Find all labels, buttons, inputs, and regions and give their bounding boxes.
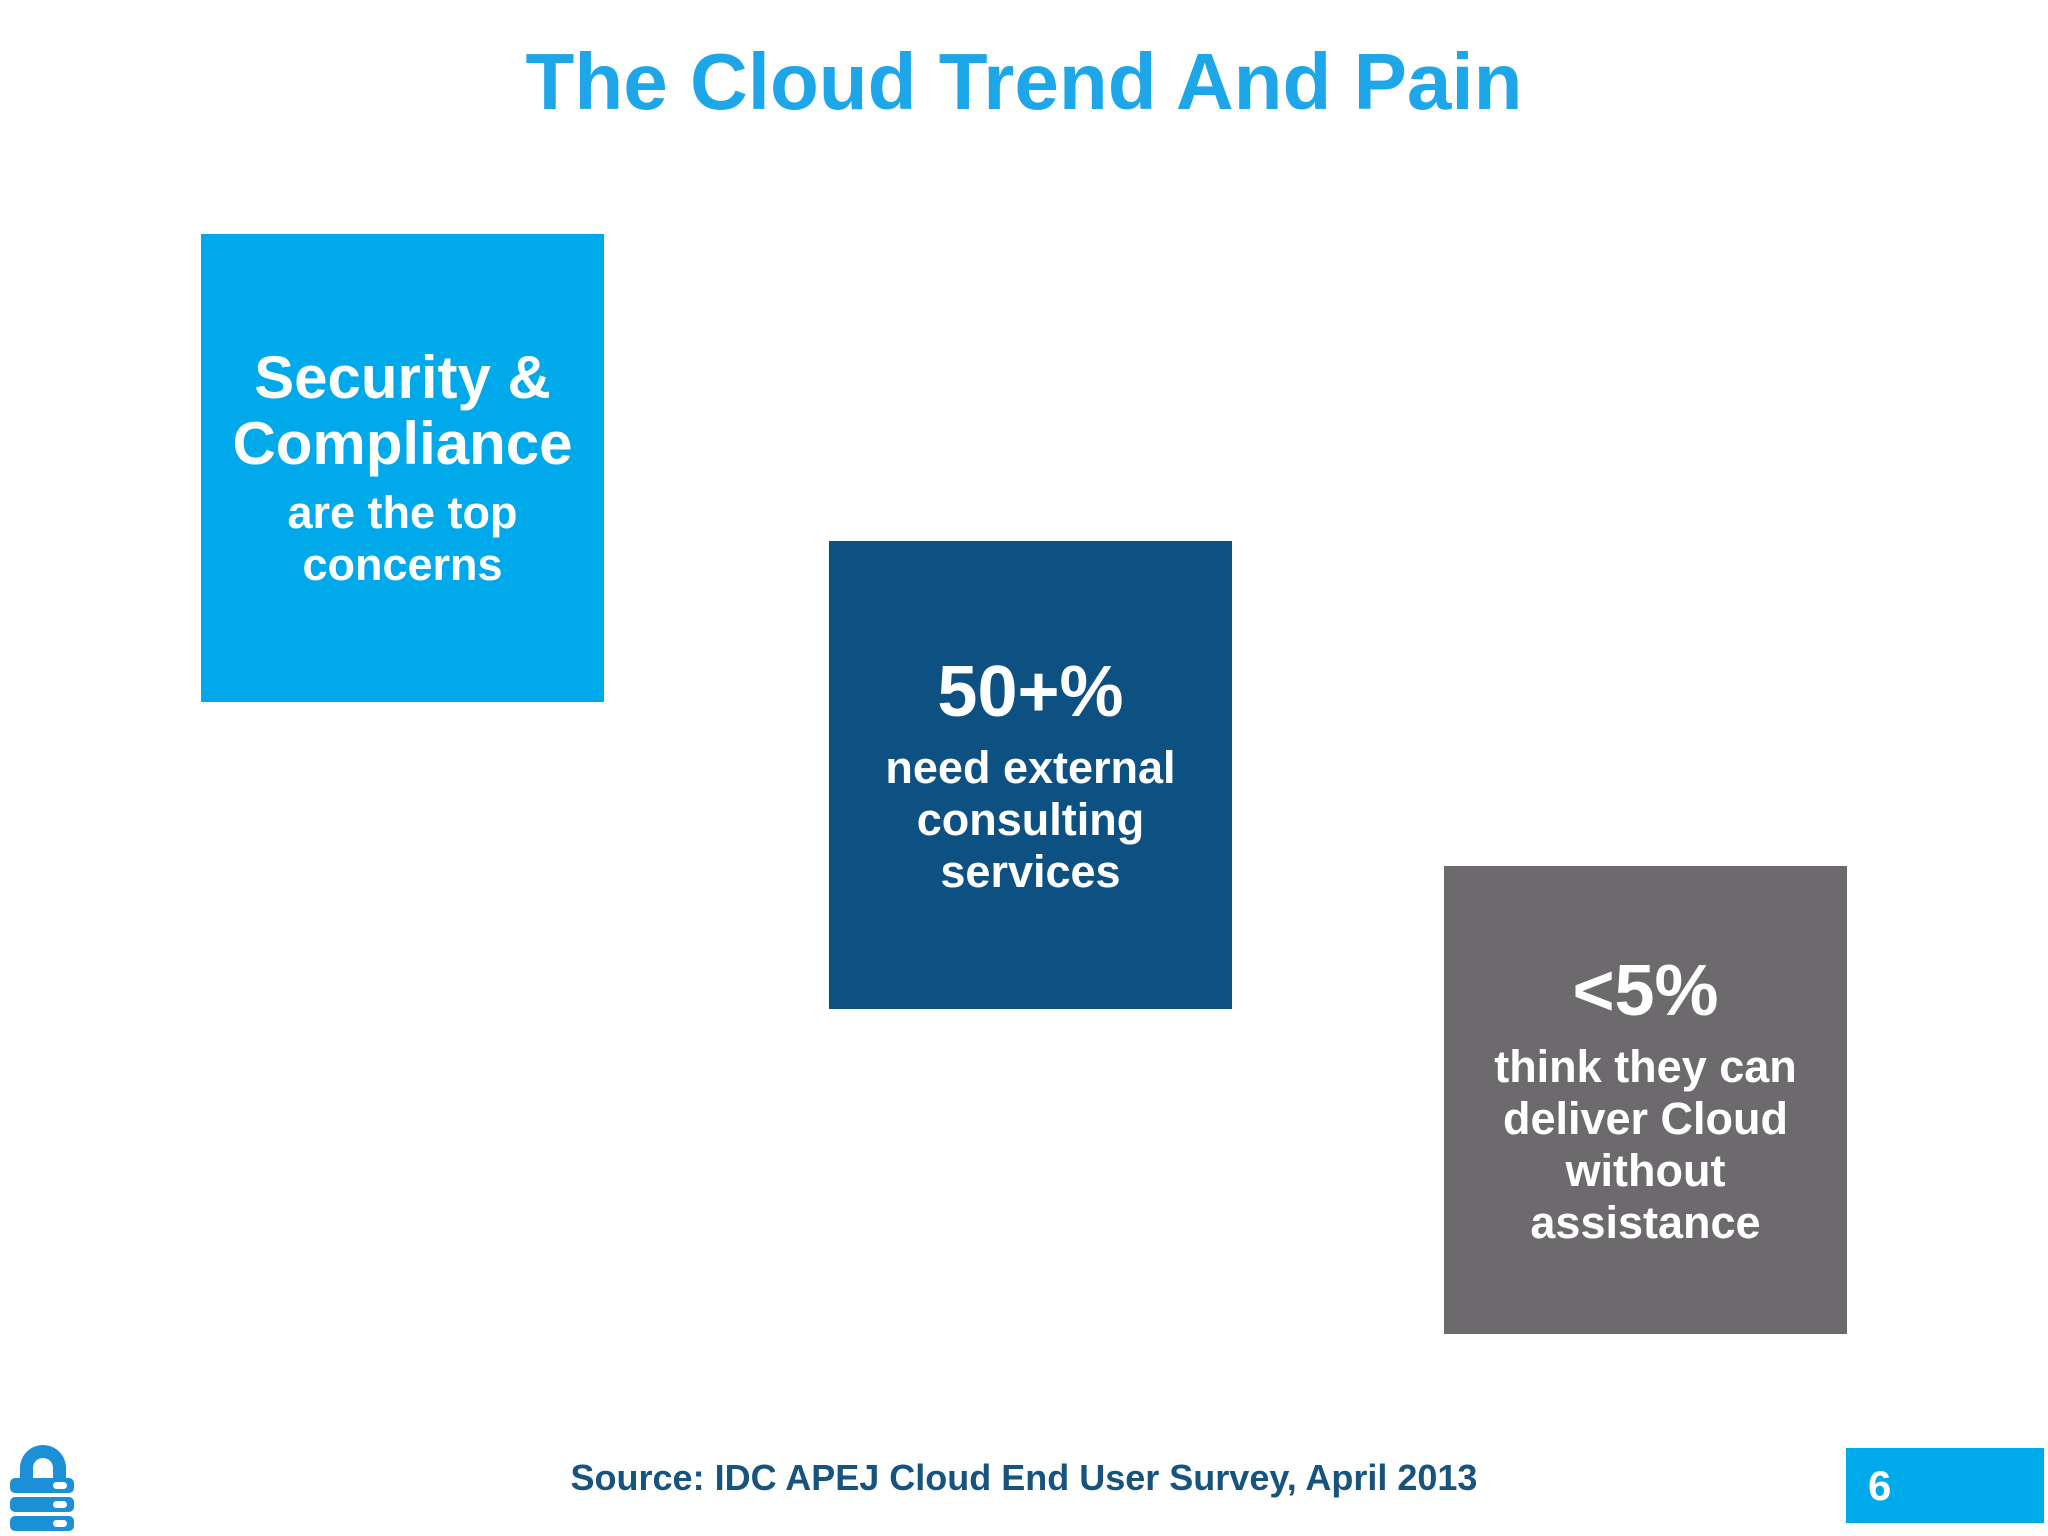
stat-subtext-line: assistance [1530, 1197, 1761, 1248]
padlock-icon [10, 1445, 74, 1533]
page-number: 6 [1868, 1461, 1892, 1509]
stat-subtext-line: consulting [916, 794, 1145, 845]
padlock-bar [10, 1497, 74, 1512]
stat-subtext-line: without [1565, 1145, 1726, 1196]
stat-subtext-line: are the top [287, 487, 518, 538]
stat-subtext-line: think they can [1494, 1041, 1797, 1092]
stat-headline-line: Security & [254, 344, 551, 411]
stat-headline: Security & Compliance [232, 345, 572, 477]
stat-box-consulting-services: 50+% need external consulting services [829, 541, 1232, 1009]
stat-headline: 50+% [937, 652, 1123, 732]
stat-subtext: need external consulting services [885, 742, 1175, 898]
stat-percentage: 50+% [937, 652, 1124, 732]
stat-subtext-line: need external [885, 742, 1176, 793]
stat-subtext-line: concerns [302, 539, 503, 590]
padlock-bar-dash [53, 1501, 67, 1508]
padlock-bar [10, 1516, 74, 1531]
stat-box-deliver-without-assistance: <5% think they can deliver Cloud without… [1444, 866, 1847, 1334]
stat-subtext: are the top concerns [287, 487, 517, 591]
stat-percentage: <5% [1572, 951, 1719, 1031]
stat-subtext-line: deliver Cloud [1502, 1093, 1789, 1144]
padlock-bar-dash [53, 1482, 67, 1489]
page-title: The Cloud Trend And Pain [525, 37, 1523, 126]
padlock-bar [10, 1478, 74, 1493]
page-number-badge: 6 [1846, 1448, 2044, 1523]
stat-headline-line: Compliance [232, 410, 573, 477]
source-citation: Source: IDC APEJ Cloud End User Survey, … [570, 1457, 1478, 1498]
padlock-bar-dash [53, 1520, 67, 1527]
stat-box-security-compliance: Security & Compliance are the top concer… [201, 234, 604, 702]
stat-subtext: think they can deliver Cloud without ass… [1494, 1041, 1797, 1249]
stat-headline: <5% [1572, 951, 1718, 1031]
stat-subtext-line: services [940, 846, 1121, 897]
